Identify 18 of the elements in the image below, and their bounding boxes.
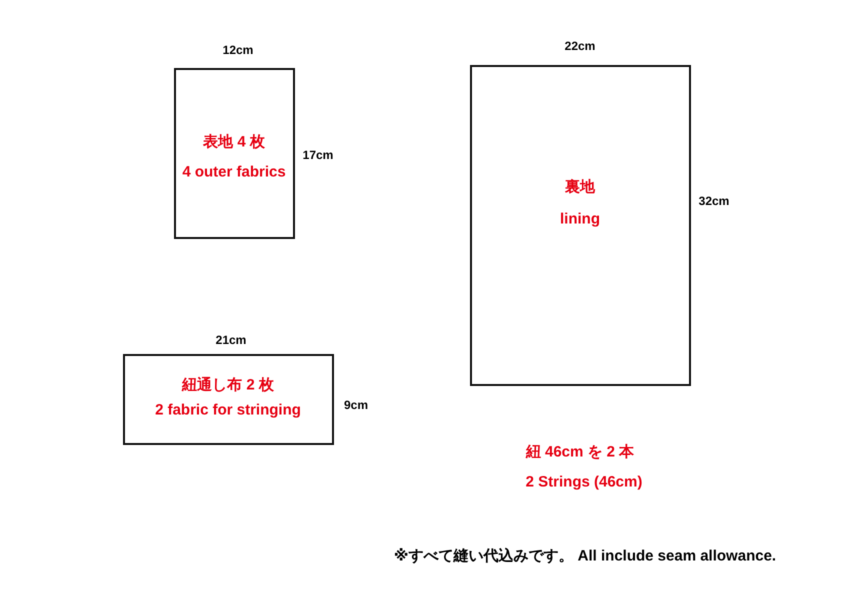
seam-allowance-note: ※すべて縫い代込みです。 All include seam allowance.	[394, 546, 776, 566]
piece-name: 裏地	[565, 178, 595, 196]
dimension-label: 21cm	[216, 333, 246, 347]
piece-translation: lining	[560, 210, 600, 228]
dimension-label: 17cm	[302, 148, 334, 162]
fabric-piece-rectangle	[123, 354, 334, 445]
dimension-label: 9cm	[344, 398, 368, 412]
piece-name: 表地 4 枚	[203, 132, 265, 152]
piece-translation: 4 outer fabrics	[182, 164, 286, 180]
dimension-label: 12cm	[222, 43, 254, 57]
fabric-piece-rectangle	[470, 65, 691, 386]
string-note: 紐 46cm を 2 本	[526, 442, 634, 462]
dimension-label: 22cm	[564, 39, 596, 53]
dimension-label: 32cm	[698, 194, 730, 208]
piece-name: 紐通し布 2 枚	[182, 376, 274, 394]
fabric-piece-rectangle	[174, 68, 295, 239]
piece-translation: 2 fabric for stringing	[155, 402, 301, 418]
string-note: 2 Strings (46cm)	[526, 474, 642, 490]
